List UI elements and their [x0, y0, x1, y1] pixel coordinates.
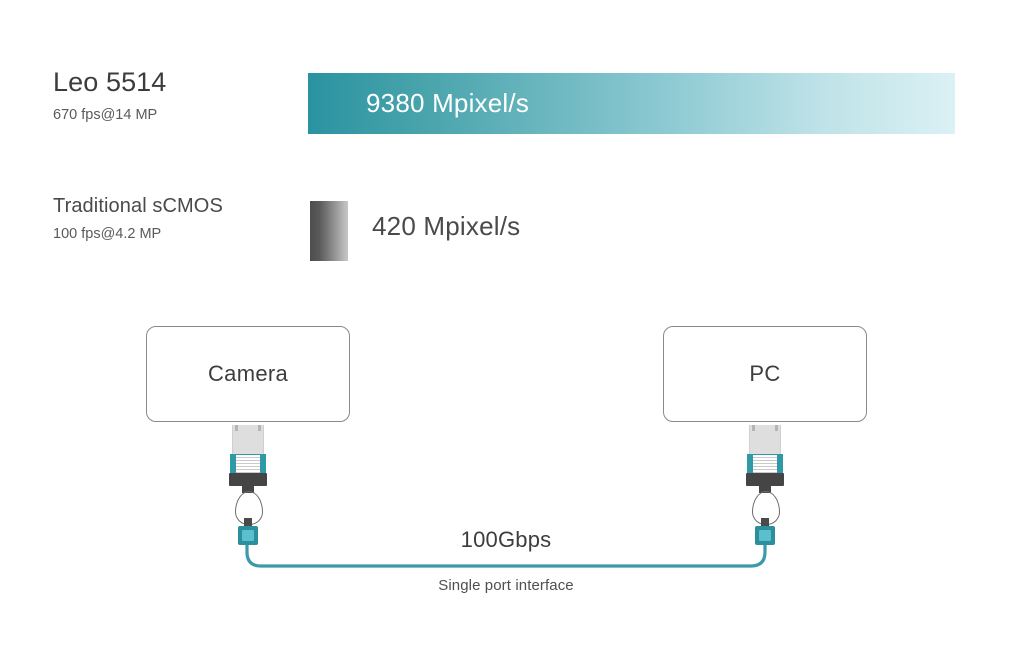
transceiver-latch — [230, 454, 266, 474]
cable-caption-label: Single port interface — [438, 577, 574, 594]
transceiver-latch — [747, 454, 783, 474]
fiber-transceiver-icon-pc — [743, 425, 787, 545]
transceiver-body — [232, 425, 264, 455]
fiber-plug-icon — [755, 526, 775, 545]
transceiver-base — [746, 473, 784, 486]
fiber-plug-icon — [238, 526, 258, 545]
transceiver-body — [749, 425, 781, 455]
transceiver-neck — [242, 485, 254, 493]
comparison-title-leo: Leo 5514 — [53, 67, 167, 97]
comparison-bar-scmos — [310, 201, 348, 261]
comparison-label-scmos: Traditional sCMOS 100 fps@4.2 MP — [53, 195, 223, 242]
device-box-camera[interactable]: Camera — [146, 326, 350, 422]
transceiver-fins — [753, 455, 777, 473]
device-box-pc[interactable]: PC — [663, 326, 867, 422]
device-label-pc: PC — [749, 361, 781, 386]
comparison-label-leo: Leo 5514 670 fps@14 MP — [53, 67, 167, 123]
transceiver-base — [229, 473, 267, 486]
comparison-title-scmos: Traditional sCMOS — [53, 195, 223, 217]
comparison-value-leo: 9380 Mpixel/s — [366, 88, 530, 118]
plug-collar — [244, 518, 252, 527]
cable-speed-label: 100Gbps — [460, 527, 552, 552]
device-label-camera: Camera — [207, 361, 289, 386]
transceiver-neck — [759, 485, 771, 493]
comparison-bar-leo: 9380 Mpixel/s — [308, 73, 955, 134]
comparison-value-scmos: 420 Mpixel/s — [372, 211, 521, 241]
transceiver-fins — [236, 455, 260, 473]
comparison-subtitle-scmos: 100 fps@4.2 MP — [53, 226, 162, 242]
plug-collar — [761, 518, 769, 527]
comparison-subtitle-leo: 670 fps@14 MP — [53, 106, 158, 123]
fiber-transceiver-icon-camera — [226, 425, 270, 545]
